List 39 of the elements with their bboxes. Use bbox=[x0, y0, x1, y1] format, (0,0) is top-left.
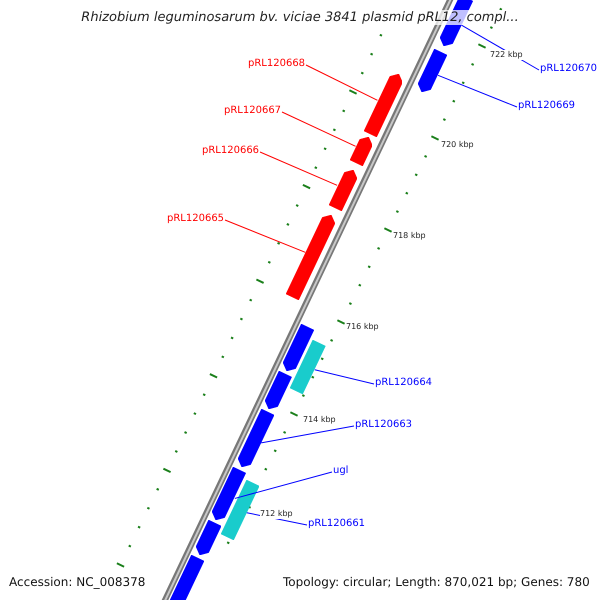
gene-label: pRL120664 bbox=[375, 377, 432, 389]
leader-line bbox=[282, 112, 356, 147]
scale-label: 714 kbp bbox=[303, 415, 336, 425]
leader-line bbox=[306, 64, 378, 101]
gene-label: pRL120661 bbox=[308, 518, 366, 530]
gene-label: ugl bbox=[333, 465, 348, 477]
scale-label: 712 kbp bbox=[260, 509, 293, 519]
gene-bar bbox=[220, 480, 260, 540]
leader-line bbox=[438, 74, 518, 108]
gene-block bbox=[212, 467, 246, 520]
scale-label: 720 kbp bbox=[441, 140, 474, 150]
gene-label: pRL120667 bbox=[224, 105, 282, 117]
gene-label: pRL120666 bbox=[202, 145, 260, 157]
gene-block bbox=[350, 136, 372, 166]
gene-block bbox=[364, 74, 402, 137]
gene-block bbox=[196, 520, 222, 556]
gene-bar bbox=[290, 340, 326, 394]
gene-block bbox=[238, 409, 274, 468]
leader-line bbox=[224, 220, 306, 253]
leader-line bbox=[260, 426, 354, 444]
footer-text: Accession: NC_008378 bbox=[9, 575, 146, 589]
gene-label: pRL120670 bbox=[540, 63, 598, 75]
gene-label: pRL120668 bbox=[248, 58, 306, 70]
leader-line bbox=[314, 369, 374, 384]
gene-block bbox=[265, 371, 292, 410]
gene-block bbox=[328, 170, 357, 211]
gene-block bbox=[418, 49, 448, 92]
gene-label: pRL120663 bbox=[355, 419, 412, 431]
scale-label: 722 kbp bbox=[490, 50, 523, 60]
gene-block bbox=[283, 324, 314, 372]
leader-line bbox=[234, 472, 332, 499]
footer-text: Topology: circular; Length: 870,021 bp; Genes: 780 bbox=[283, 575, 590, 589]
gene-label: pRL120669 bbox=[518, 100, 576, 112]
title: Rhizobium leguminosarum bv. viciae 3841 plasmid pRL12, compl... bbox=[80, 10, 520, 25]
gene-block bbox=[286, 214, 336, 300]
gene-label: pRL120665 bbox=[167, 213, 224, 225]
scale-label: 716 kbp bbox=[346, 322, 379, 332]
leader-line bbox=[260, 152, 338, 186]
scale-label: 718 kbp bbox=[393, 231, 426, 241]
